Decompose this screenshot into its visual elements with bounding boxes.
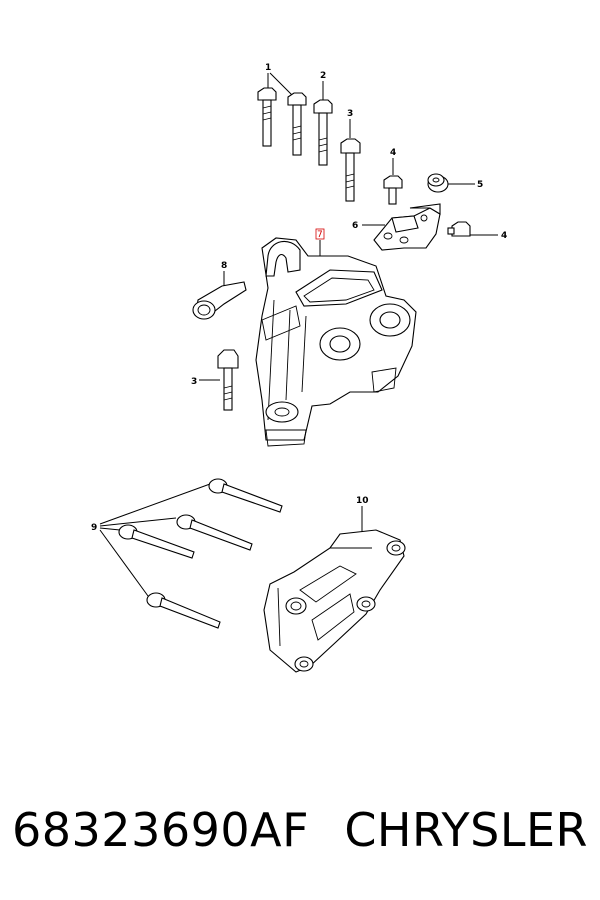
bolt-1a: [257, 87, 277, 147]
callout-4-right-label: 4: [501, 231, 507, 241]
small-bolt-4-right: [447, 221, 471, 237]
callout-4-upper-label: 4: [390, 148, 396, 158]
bolt-2: [313, 99, 333, 166]
flange-nut-5: [427, 173, 449, 193]
callout-7-label: 7: [317, 230, 323, 240]
callout-5: 5: [446, 180, 483, 190]
lower-bracket-10: [263, 529, 406, 673]
callout-6: 6: [352, 221, 385, 231]
callout-4-right: 4: [470, 231, 507, 241]
brand-name: CHRYSLER: [344, 803, 588, 857]
bolt-3-upper: [340, 138, 361, 202]
engine-mount-7: [255, 237, 417, 447]
small-bolt-4-upper: [383, 175, 403, 205]
callout-6-label: 6: [352, 221, 358, 231]
long-bolt-9c: [118, 524, 195, 559]
long-bolt-9a: [208, 478, 283, 513]
bracket-6: [373, 203, 441, 251]
callout-2: 2: [320, 71, 326, 100]
part-number: 68323690AF: [12, 803, 310, 857]
bolt-1b: [287, 92, 307, 156]
callout-8-label: 8: [221, 261, 227, 271]
bolt-8: [192, 281, 247, 320]
callout-9-label: 9: [91, 523, 97, 533]
callout-3-upper-label: 3: [347, 109, 353, 119]
callout-4-upper: 4: [390, 148, 396, 175]
callout-2-label: 2: [320, 71, 326, 81]
footer: 68323690AF CHRYSLER: [0, 790, 600, 870]
callout-5-label: 5: [477, 180, 483, 190]
long-bolt-9d: [146, 592, 221, 629]
exploded-parts-diagram: 1 2 3 4: [91, 63, 507, 673]
callout-7: 7: [315, 228, 325, 260]
long-bolt-9b: [176, 514, 253, 551]
callout-1: 1: [265, 63, 293, 96]
callout-3-lower-label: 3: [191, 377, 197, 387]
callout-9: 9: [91, 483, 211, 597]
callout-10: 10: [356, 496, 369, 534]
bolt-3-lower: [217, 349, 239, 411]
callout-1-label: 1: [265, 63, 271, 73]
callout-3-upper: 3: [347, 109, 353, 138]
callout-10-label: 10: [356, 496, 369, 506]
callout-3-lower: 3: [191, 377, 220, 387]
